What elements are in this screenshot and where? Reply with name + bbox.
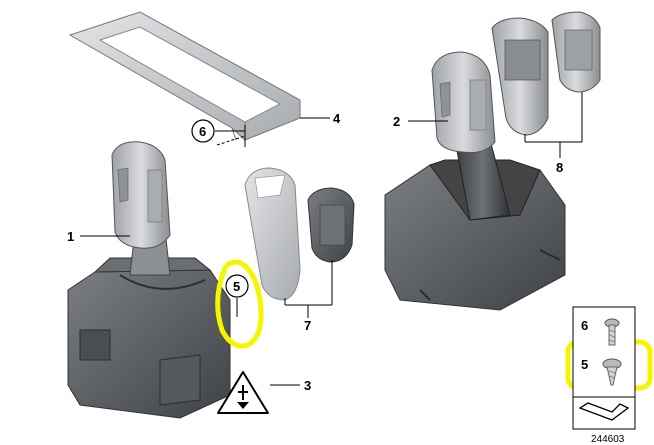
callout-5-main: 5 <box>225 274 249 298</box>
gear-selector-assembly-right <box>384 51 566 311</box>
callout-7: 7 <box>304 318 311 333</box>
callout-7-label: 7 <box>304 318 311 333</box>
covers-part-7 <box>244 167 355 301</box>
trim-bezel-part-4 <box>68 11 301 141</box>
screw-5-icon <box>602 358 622 386</box>
knob-covers-part-8 <box>491 11 601 136</box>
callout-6-main: 6 <box>191 119 215 143</box>
callout-1: 1 <box>67 229 74 244</box>
highlight-part-5-main <box>215 259 264 349</box>
callout-8-label: 8 <box>556 160 563 175</box>
callout-2: 2 <box>393 114 400 129</box>
catalog-number: 244603 <box>591 434 625 445</box>
legend-item-6-label: 6 <box>581 318 588 333</box>
callout-5-label: 5 <box>233 279 240 294</box>
leader-lines <box>80 92 583 386</box>
callout-1-label: 1 <box>67 229 74 244</box>
callout-4-label: 4 <box>333 111 341 126</box>
screw-6-icon <box>604 318 620 346</box>
gear-selector-assembly-left <box>67 141 231 419</box>
warning-triangle-icon <box>217 371 269 414</box>
callout-3-label: 3 <box>304 378 311 393</box>
callout-2-label: 2 <box>393 114 400 129</box>
callout-4: 4 <box>333 111 341 126</box>
screw-legend <box>572 306 636 430</box>
callout-8: 8 <box>556 160 563 175</box>
callout-6-label: 6 <box>199 124 206 139</box>
callout-3: 3 <box>304 378 311 393</box>
legend-item-5-label: 5 <box>581 357 588 372</box>
